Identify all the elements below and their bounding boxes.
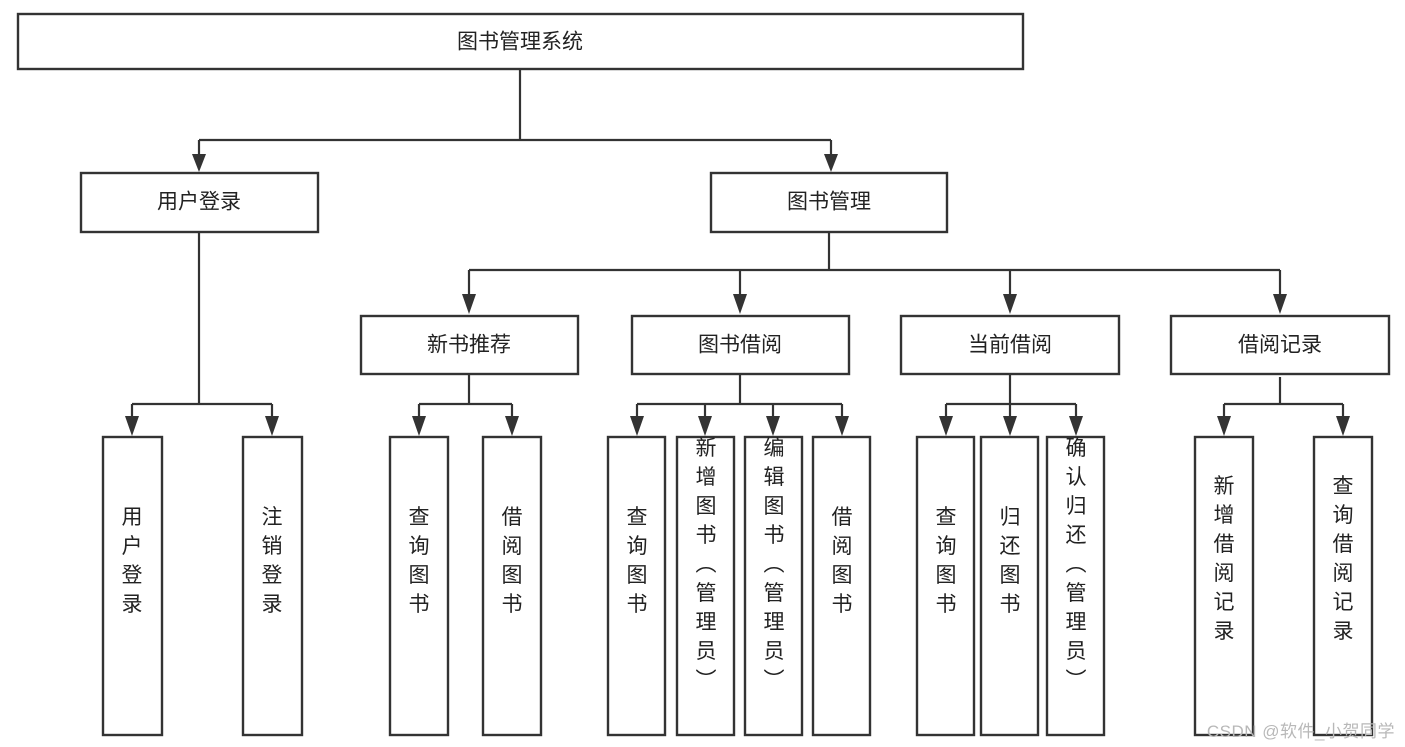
node-user-login-label: 用户登录 (157, 191, 241, 214)
leaf-nb-query-book-box (388, 435, 450, 737)
arrowhead-leaf-nb-1 (412, 416, 426, 436)
leaf-cb-confirm-return: 确认归还︵管理员︶ (1045, 435, 1106, 737)
arrowhead-leaf-bb-3 (766, 416, 780, 436)
arrowhead-new-book (462, 294, 476, 314)
arrowhead-user-login (192, 154, 206, 172)
leaf-bb-add-book-box (675, 435, 736, 737)
leaf-bb-edit-book-label: 编辑图书︵管理员︶ (764, 437, 785, 692)
leaf-cb-query-book-label: 查询图书 (936, 506, 957, 616)
leaf-bb-borrow-book-label: 借阅图书 (832, 506, 853, 616)
node-new-book-recommend-label: 新书推荐 (427, 334, 511, 357)
connector-book-borrow-to-leaves (630, 374, 849, 436)
node-borrow-record-box (1169, 314, 1391, 376)
leaf-bb-borrow-book: 借阅图书 (811, 435, 872, 737)
leaf-cb-query-book: 查询图书 (915, 435, 976, 737)
node-borrow-record: 借阅记录 (1169, 314, 1391, 376)
connector-book-management-to-level3 (462, 232, 1287, 314)
node-book-management-box (709, 171, 949, 234)
arrowhead-leaf-br-2 (1336, 416, 1350, 436)
leaf-cb-query-book-box (915, 435, 976, 737)
leaf-nb-borrow-book-label: 借阅图书 (502, 506, 523, 616)
node-user-login: 用户登录 (79, 171, 320, 234)
node-root-box (16, 12, 1025, 71)
connector-borrow-record-to-leaves (1217, 377, 1350, 436)
arrowhead-leaf-cb-1 (939, 416, 953, 436)
node-current-borrow: 当前借阅 (899, 314, 1121, 376)
leaf-cb-return-book-box (979, 435, 1040, 737)
leaf-nb-query-book-label: 查询图书 (409, 506, 430, 616)
node-book-management: 图书管理 (709, 171, 949, 234)
leaf-cb-confirm-return-label: 确认归还︵管理员︶ (1066, 437, 1087, 692)
arrowhead-leaf-user-login (125, 416, 139, 436)
leaf-nb-query-book: 查询图书 (388, 435, 450, 737)
leaf-bb-query-book-box (606, 435, 667, 737)
arrowhead-leaf-br-1 (1217, 416, 1231, 436)
node-book-borrow-label: 图书借阅 (698, 334, 782, 357)
leaf-nb-borrow-book: 借阅图书 (481, 435, 543, 737)
leaf-bb-query-book-label: 查询图书 (627, 506, 648, 616)
arrowhead-borrow-record (1273, 294, 1287, 314)
connector-new-book-to-leaves (412, 374, 519, 436)
leaf-br-add-record-label: 新增借阅记录 (1214, 475, 1235, 643)
arrowhead-book-borrow (733, 294, 747, 314)
leaf-cb-confirm-return-box (1045, 435, 1106, 737)
leaf-br-add-record-box (1193, 435, 1255, 737)
leaf-bb-query-book: 查询图书 (606, 435, 667, 737)
arrowhead-leaf-bb-4 (835, 416, 849, 436)
leaf-bb-add-book-label: 新增图书︵管理员︶ (696, 437, 717, 692)
leaf-bb-edit-book: 编辑图书︵管理员︶ (743, 435, 804, 737)
leaf-br-add-record: 新增借阅记录 (1193, 435, 1255, 737)
leaf-user-login: 用户登录 (101, 435, 164, 737)
leaf-bb-edit-book-box (743, 435, 804, 737)
node-root-book-management-system: 图书管理系统 (16, 12, 1025, 71)
arrowhead-leaf-cb-2 (1003, 416, 1017, 436)
connector-root-to-level2 (192, 69, 838, 172)
node-book-management-label: 图书管理 (787, 191, 871, 214)
leaf-user-login-label: 用户登录 (122, 506, 143, 616)
leaf-logout-box (241, 435, 304, 737)
arrowhead-leaf-cb-3 (1069, 416, 1083, 436)
leaf-br-query-record-box (1312, 435, 1374, 737)
connector-current-borrow-to-leaves (939, 374, 1083, 436)
leaf-cb-return-book: 归还图书 (979, 435, 1040, 737)
arrowhead-leaf-bb-2 (698, 416, 712, 436)
leaf-logout: 注销登录 (241, 435, 304, 737)
arrowhead-leaf-nb-2 (505, 416, 519, 436)
leaf-nb-borrow-book-box (481, 435, 543, 737)
leaf-bb-borrow-book-box (811, 435, 872, 737)
arrowhead-leaf-logout (265, 416, 279, 436)
leaf-bb-add-book: 新增图书︵管理员︶ (675, 435, 736, 737)
arrowhead-leaf-bb-1 (630, 416, 644, 436)
leaf-br-query-record-label: 查询借阅记录 (1333, 475, 1354, 643)
node-root-label: 图书管理系统 (457, 31, 583, 54)
node-current-borrow-label: 当前借阅 (968, 334, 1052, 357)
node-current-borrow-box (899, 314, 1121, 376)
node-new-book-recommend: 新书推荐 (359, 314, 580, 376)
leaf-user-login-box (101, 435, 164, 737)
connector-user-login-to-leaves (125, 232, 279, 436)
node-new-book-recommend-box (359, 314, 580, 376)
leaf-cb-return-book-label: 归还图书 (1000, 506, 1021, 616)
node-book-borrow: 图书借阅 (630, 314, 851, 376)
node-borrow-record-label: 借阅记录 (1238, 334, 1322, 357)
node-book-borrow-box (630, 314, 851, 376)
leaf-logout-label: 注销登录 (262, 506, 283, 616)
leaf-br-query-record: 查询借阅记录 (1312, 435, 1374, 737)
arrowhead-current-borrow (1003, 294, 1017, 314)
arrowhead-book-management (824, 154, 838, 172)
